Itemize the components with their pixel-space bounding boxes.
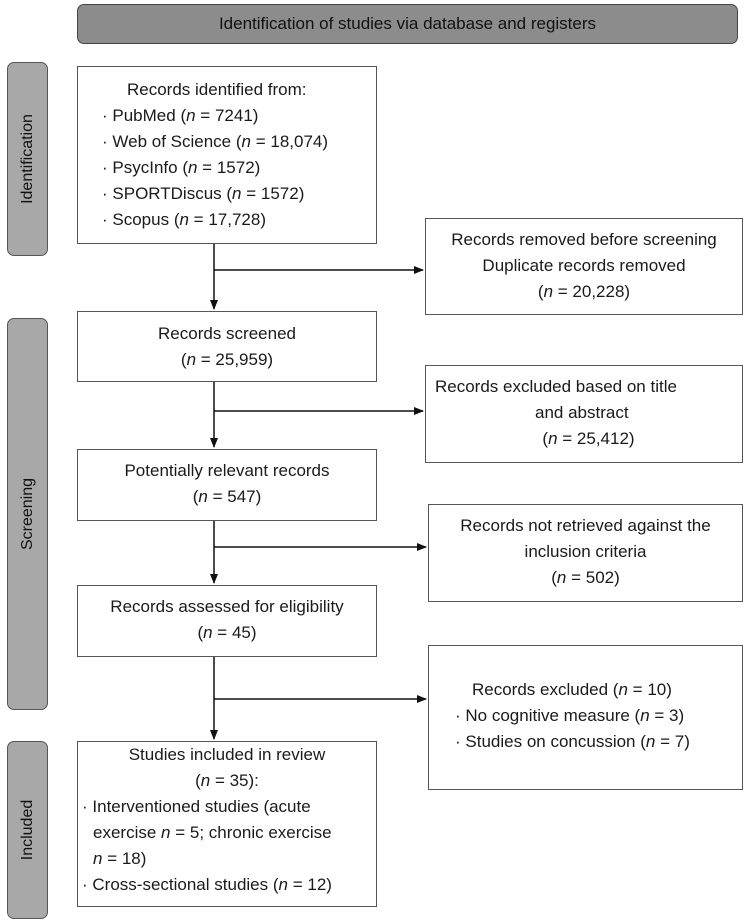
exclusion-reason: Studies on concussion (n = 7) <box>455 729 742 755</box>
records-removed-box: Records removed before screening Duplica… <box>425 218 743 315</box>
phase-included: Included <box>7 741 48 919</box>
excluded-title-count: (n = 25,412) <box>542 429 635 448</box>
not-retrieved-line2: inclusion criteria <box>524 542 647 561</box>
records-assessed-count: (n = 45) <box>197 623 257 642</box>
records-excluded-box: Records excluded (n = 10) No cognitive m… <box>428 645 743 790</box>
potentially-relevant-count: (n = 547) <box>192 487 262 506</box>
records-screened-count: (n = 25,959) <box>180 350 274 369</box>
records-screened-box: Records screened (n = 25,959) <box>77 311 377 382</box>
studies-included-label: Studies included in review <box>128 745 326 764</box>
included-item-interventioned: Interventioned studies (acute <box>82 794 376 820</box>
source-item: Web of Science (n = 18,074) <box>102 129 376 155</box>
records-assessed-box: Records assessed for eligibility (n = 45… <box>77 585 377 657</box>
header-title: Identification of studies via database a… <box>77 4 738 44</box>
source-item: PsycInfo (n = 1572) <box>102 155 376 181</box>
records-removed-line1: Records removed before screening <box>451 230 717 249</box>
source-item: SPORTDiscus (n = 1572) <box>102 181 376 207</box>
records-assessed-label: Records assessed for eligibility <box>110 597 344 616</box>
phase-screening: Screening <box>7 318 48 710</box>
included-item-cross-sectional: Cross-sectional studies (n = 12) <box>82 872 376 898</box>
records-identified-heading: Records identified from: <box>127 80 307 99</box>
not-retrieved-count: (n = 502) <box>551 568 620 587</box>
included-item-interventioned-cont: exercise n = 5; chronic exercise <box>93 823 332 842</box>
records-identified-box: Records identified from: PubMed (n = 724… <box>77 66 377 244</box>
exclusion-reason: No cognitive measure (n = 3) <box>455 703 742 729</box>
excluded-title-line2: and abstract <box>535 403 629 422</box>
records-removed-count: (n = 20,228) <box>537 282 631 301</box>
not-retrieved-line1: Records not retrieved against the <box>460 516 711 535</box>
records-excluded-title-box: Records excluded based on title and abst… <box>425 365 743 463</box>
records-not-retrieved-box: Records not retrieved against the inclus… <box>428 504 743 602</box>
included-item-interventioned-end: n = 18) <box>93 849 147 868</box>
studies-included-count: (n = 35): <box>195 771 259 790</box>
records-removed-line2: Duplicate records removed <box>482 256 686 275</box>
records-excluded-label: Records excluded (n = 10) <box>472 680 672 699</box>
source-item: PubMed (n = 7241) <box>102 103 376 129</box>
studies-included-box: Studies included in review (n = 35): Int… <box>77 741 377 907</box>
records-screened-label: Records screened <box>158 324 296 343</box>
phase-identification: Identification <box>7 62 48 256</box>
potentially-relevant-box: Potentially relevant records (n = 547) <box>77 449 377 521</box>
excluded-title-line1: Records excluded based on title <box>435 377 677 396</box>
source-item: Scopus (n = 17,728) <box>102 207 376 233</box>
potentially-relevant-label: Potentially relevant records <box>124 461 330 480</box>
